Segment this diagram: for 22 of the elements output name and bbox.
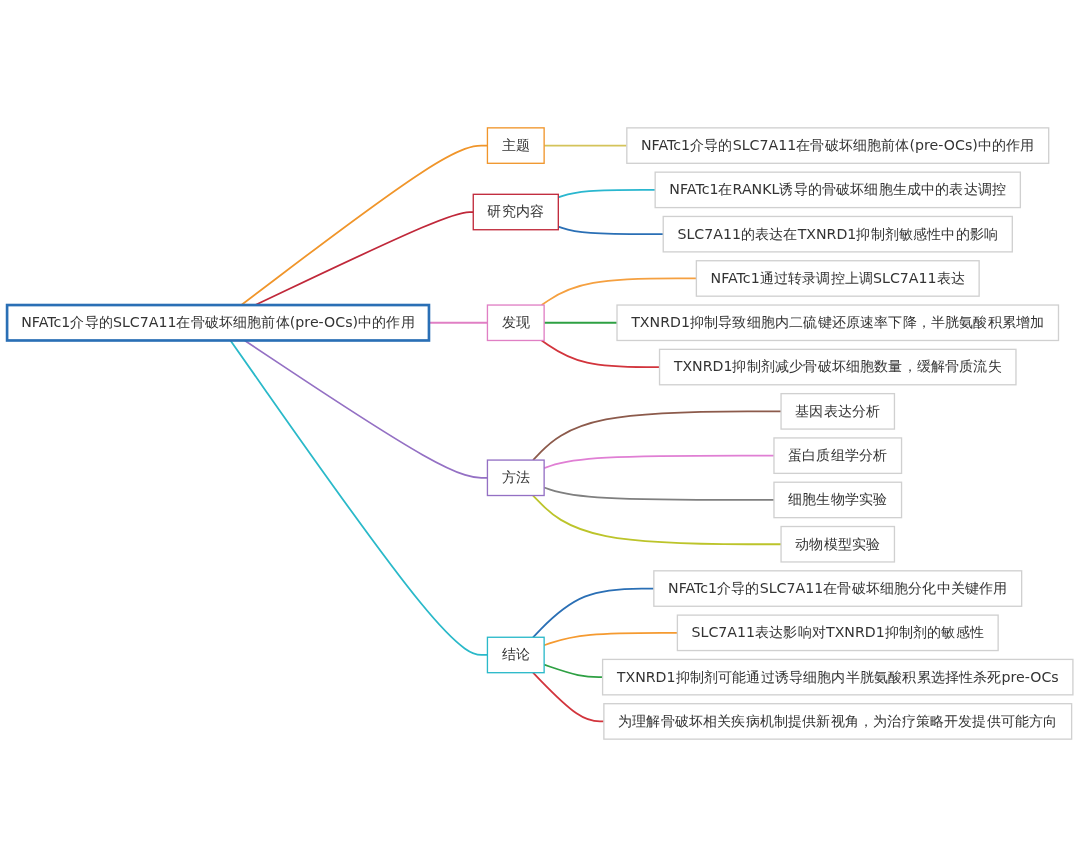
node-box: 基因表达分析 bbox=[780, 392, 896, 430]
node-box: NFATc1在RANKL诱导的骨破坏细胞生成中的表达调控 bbox=[654, 171, 1022, 209]
node-box: NFATc1介导的SLC7A11在骨破坏细胞前体(pre-OCs)中的作用 bbox=[626, 127, 1050, 164]
node-box: SLC7A11的表达在TXNRD1抑制剂敏感性中的影响 bbox=[662, 215, 1013, 253]
node-box: TXNRD1抑制导致细胞内二硫键还原速率下降，半胱氨酸积累增加 bbox=[616, 304, 1060, 342]
node-box: TXNRD1抑制剂可能通过诱导细胞内半胱氨酸积累选择性杀死pre-OCs bbox=[601, 658, 1074, 696]
node-box: TXNRD1抑制剂减少骨破坏细胞数量，缓解骨质流失 bbox=[658, 348, 1017, 386]
node-box: 研究内容 bbox=[472, 193, 559, 231]
node-box: 细胞生物学实验 bbox=[773, 481, 903, 519]
node-box: 为理解骨破坏相关疾病机制提供新视角，为治疗策略开发提供可能方向 bbox=[603, 703, 1073, 740]
node-box: 发现 bbox=[486, 304, 545, 342]
node-box: SLC7A11表达影响对TXNRD1抑制剂的敏感性 bbox=[676, 614, 999, 652]
node-box: NFATc1介导的SLC7A11在骨破坏细胞分化中关键作用 bbox=[653, 570, 1023, 607]
node-box: 结论 bbox=[486, 636, 545, 674]
connector bbox=[532, 494, 782, 546]
node-box: 动物模型实验 bbox=[780, 525, 896, 563]
node-box: 主题 bbox=[486, 127, 545, 164]
node-box: NFATc1介导的SLC7A11在骨破坏细胞前体(pre-OCs)中的作用 bbox=[5, 303, 431, 342]
node-box: 方法 bbox=[486, 459, 545, 497]
node-box: NFATc1通过转录调控上调SLC7A11表达 bbox=[695, 260, 980, 297]
node-box: 蛋白质组学分析 bbox=[773, 437, 903, 475]
connector bbox=[532, 410, 782, 461]
